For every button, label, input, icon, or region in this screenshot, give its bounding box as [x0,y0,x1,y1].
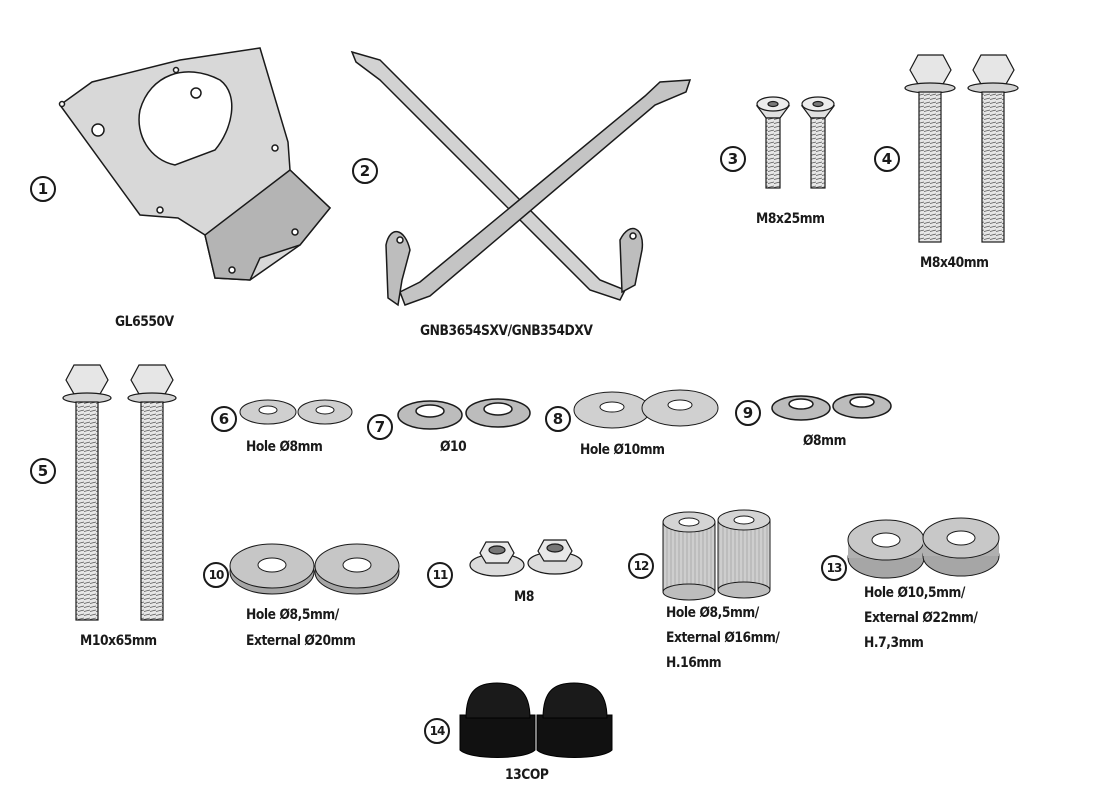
washers-hole-8mm [239,399,353,425]
part-number-7: 7 [367,414,393,440]
part-number-2: 2 [352,158,378,184]
part-number-9: 9 [735,400,761,426]
part-number-1: 1 [30,176,56,202]
part-label-5: M10x65mm [80,633,157,649]
part-label-14: 13COP [505,767,549,783]
washers-22mm [847,517,1000,579]
part-label-12-line-1: Hole Ø8,5mm/ [666,605,759,621]
part-number-5: 5 [30,458,56,484]
part-label-13-line-3: H.7,3mm [864,635,924,651]
part-number-4: 4 [874,146,900,172]
washers-20mm [229,543,400,595]
spacers-16mm [662,509,771,601]
part-number-8: 8 [545,406,571,432]
part-label-7: Ø10 [440,439,467,455]
part-label-9: Ø8mm [803,433,846,449]
part-label-2: GNB3654SXV/GNB354DXV [420,323,593,339]
part-label-8: Hole Ø10mm [580,442,665,458]
screws-m8x25 [755,96,836,189]
spring-washers-8mm [771,393,892,421]
part-number-3: 3 [720,146,746,172]
washers-hole-10mm [573,389,719,429]
part-label-11: M8 [514,589,534,605]
part-label-4: M8x40mm [920,255,989,271]
part-number-14: 14 [424,718,450,744]
mounting-plate [58,47,332,281]
part-number-10: 10 [203,562,229,588]
bolts-m8x40 [904,54,1019,243]
part-label-6: Hole Ø8mm [246,439,323,455]
part-label-13-line-2: External Ø22mm/ [864,610,978,626]
part-number-6: 6 [211,406,237,432]
support-bars [350,50,692,307]
part-label-13-line-1: Hole Ø10,5mm/ [864,585,965,601]
nuts-m8 [469,539,583,577]
part-label-1: GL6550V [115,314,174,330]
part-label-12-line-3: H.16mm [666,655,722,671]
part-label-12-line-2: External Ø16mm/ [666,630,780,646]
part-number-12: 12 [628,553,654,579]
caps-13cop [459,682,613,758]
part-number-11: 11 [427,562,453,588]
bolts-m10x65 [62,364,177,621]
part-label-3: M8x25mm [756,211,825,227]
spring-washers-10 [397,398,531,430]
part-label-10-line-1: Hole Ø8,5mm/ [246,607,339,623]
part-label-10-line-2: External Ø20mm [246,633,356,649]
part-number-13: 13 [821,555,847,581]
